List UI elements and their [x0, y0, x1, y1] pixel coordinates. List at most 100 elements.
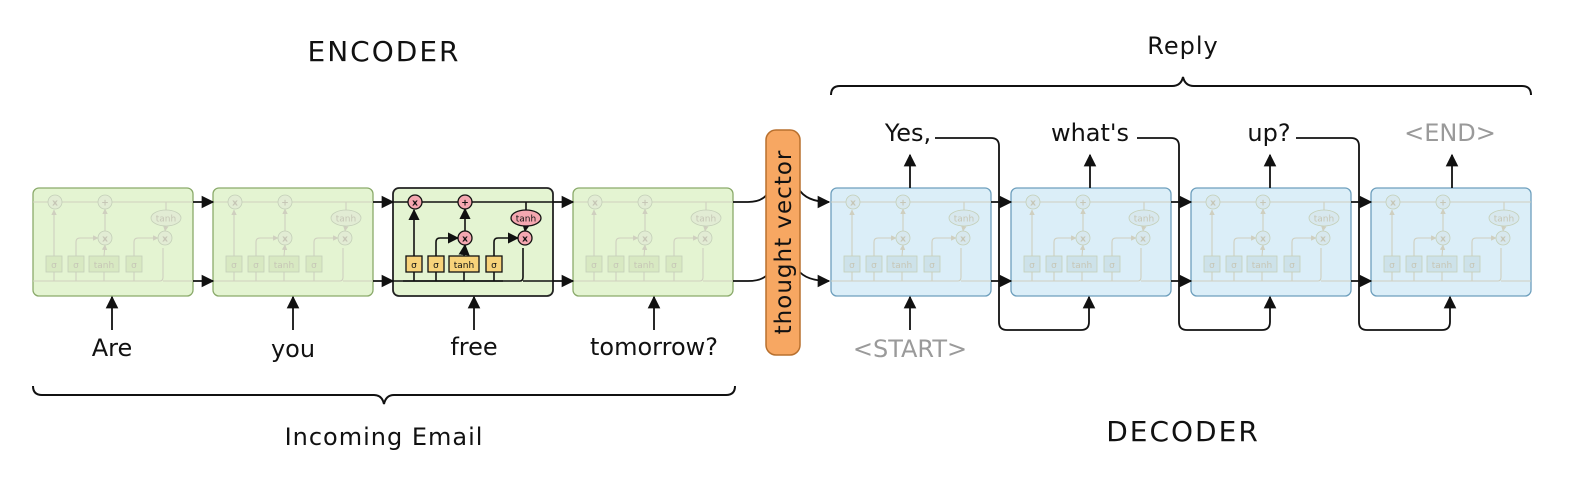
multiply-op-label: x	[592, 199, 598, 209]
sigmoid-gate-label: σ	[591, 261, 597, 271]
multiply-op	[47, 194, 63, 210]
multiply-op-label: x	[412, 199, 418, 209]
input-gate-line	[615, 235, 639, 256]
sigmoid-gate-label: σ	[613, 261, 619, 271]
sigmoid-gate-label: σ	[433, 261, 439, 271]
input-gate-line	[1233, 235, 1257, 256]
sigmoid-gate-label: σ	[311, 261, 317, 271]
tanh-op	[510, 209, 542, 227]
multiply-op	[895, 230, 911, 246]
hidden-state-line	[1371, 248, 1502, 282]
tanh-gate	[268, 255, 300, 273]
tanh-gate-label: tanh	[892, 261, 912, 271]
decoder-title: DECODER	[1106, 415, 1260, 448]
candidate-line	[281, 244, 288, 257]
tanh-op-label: tanh	[954, 215, 974, 225]
multiply-op-label: x	[1390, 199, 1396, 209]
decoder-output-word: what's	[1051, 119, 1129, 147]
multiply-op	[637, 230, 653, 246]
feedback-loop	[1137, 137, 1277, 331]
tanh-op-label: tanh	[336, 215, 356, 225]
incoming-email-bracket	[32, 385, 736, 405]
multiply-op	[517, 230, 533, 246]
sigmoid-gate-label: σ	[411, 261, 417, 271]
multiply-op-label: x	[1030, 199, 1036, 209]
input-gate-line	[873, 235, 897, 256]
hidden-state-line	[831, 248, 962, 282]
tanh-op	[948, 209, 980, 227]
tanh-op-label: tanh	[516, 215, 536, 225]
thought-vector-label: thought vector	[771, 150, 797, 335]
multiply-op-label: x	[1500, 235, 1506, 245]
multiply-op-label: x	[1080, 235, 1086, 245]
multiply-op	[1435, 230, 1451, 246]
candidate-line	[899, 244, 906, 257]
multiply-op-label: x	[1260, 235, 1266, 245]
sigmoid-gate	[225, 255, 243, 273]
multiply-op-label: x	[850, 199, 856, 209]
multiply-op-label: x	[342, 235, 348, 245]
sigmoid-gate	[1045, 255, 1063, 273]
sigmoid-gate	[843, 255, 861, 273]
encoder-title: ENCODER	[308, 35, 461, 68]
add-op	[1075, 194, 1091, 210]
add-op-label: +	[1259, 199, 1267, 209]
output-gate-line	[673, 235, 699, 256]
tanh-gate	[1066, 255, 1098, 273]
tanh-op	[150, 209, 182, 227]
tanh-op-label: tanh	[1494, 215, 1514, 225]
end-token: <END>	[1404, 119, 1496, 147]
tanh-gate	[1426, 255, 1458, 273]
output-gate-line	[1471, 235, 1497, 256]
tanh-op	[690, 209, 722, 227]
tanh-op-label: tanh	[1134, 215, 1154, 225]
sigmoid-gate-label: σ	[1289, 261, 1295, 271]
candidate-line	[1439, 244, 1446, 257]
multiply-op-label: x	[1440, 235, 1446, 245]
add-op	[895, 194, 911, 210]
sigmoid-gate	[865, 255, 883, 273]
decoder-output-word: up?	[1247, 119, 1290, 147]
candidate-line	[101, 244, 108, 257]
sigmoid-gate	[1225, 255, 1243, 273]
sigmoid-gate-label: σ	[1389, 261, 1395, 271]
tanh-gate-label: tanh	[94, 261, 114, 271]
sigmoid-gate	[585, 255, 603, 273]
multiply-op-label: x	[900, 235, 906, 245]
tanh-gate	[886, 255, 918, 273]
multiply-op-label: x	[960, 235, 966, 245]
output-gate-line	[1111, 235, 1137, 256]
multiply-op-label: x	[282, 235, 288, 245]
tanh-op-label: tanh	[156, 215, 176, 225]
multiply-op-label: x	[232, 199, 238, 209]
hidden-state-line	[33, 248, 164, 282]
hidden-state-line	[393, 248, 524, 282]
sigmoid-gate	[1405, 255, 1423, 273]
output-gate-line	[931, 235, 957, 256]
sigmoid-gate	[485, 255, 503, 273]
input-gate-line	[75, 235, 99, 256]
multiply-op	[97, 230, 113, 246]
output-gate-line	[493, 232, 520, 256]
sigmoid-gate-label: σ	[253, 261, 259, 271]
sigmoid-gate-label: σ	[1209, 261, 1215, 271]
tanh-op	[1128, 209, 1160, 227]
sigmoid-gate-label: σ	[1231, 261, 1237, 271]
multiply-op	[587, 194, 603, 210]
encoder-to-thought-top	[733, 187, 771, 203]
tanh-op	[330, 209, 362, 227]
tanh-gate	[1246, 255, 1278, 273]
multiply-op	[337, 230, 353, 246]
add-op-label: +	[461, 199, 469, 209]
cell-connectors	[105, 137, 1459, 331]
add-op-label: +	[281, 199, 289, 209]
feedback-loop	[935, 137, 1096, 331]
candidate-line	[1079, 244, 1086, 257]
candidate-line	[458, 243, 470, 257]
multiply-op-label: x	[642, 235, 648, 245]
